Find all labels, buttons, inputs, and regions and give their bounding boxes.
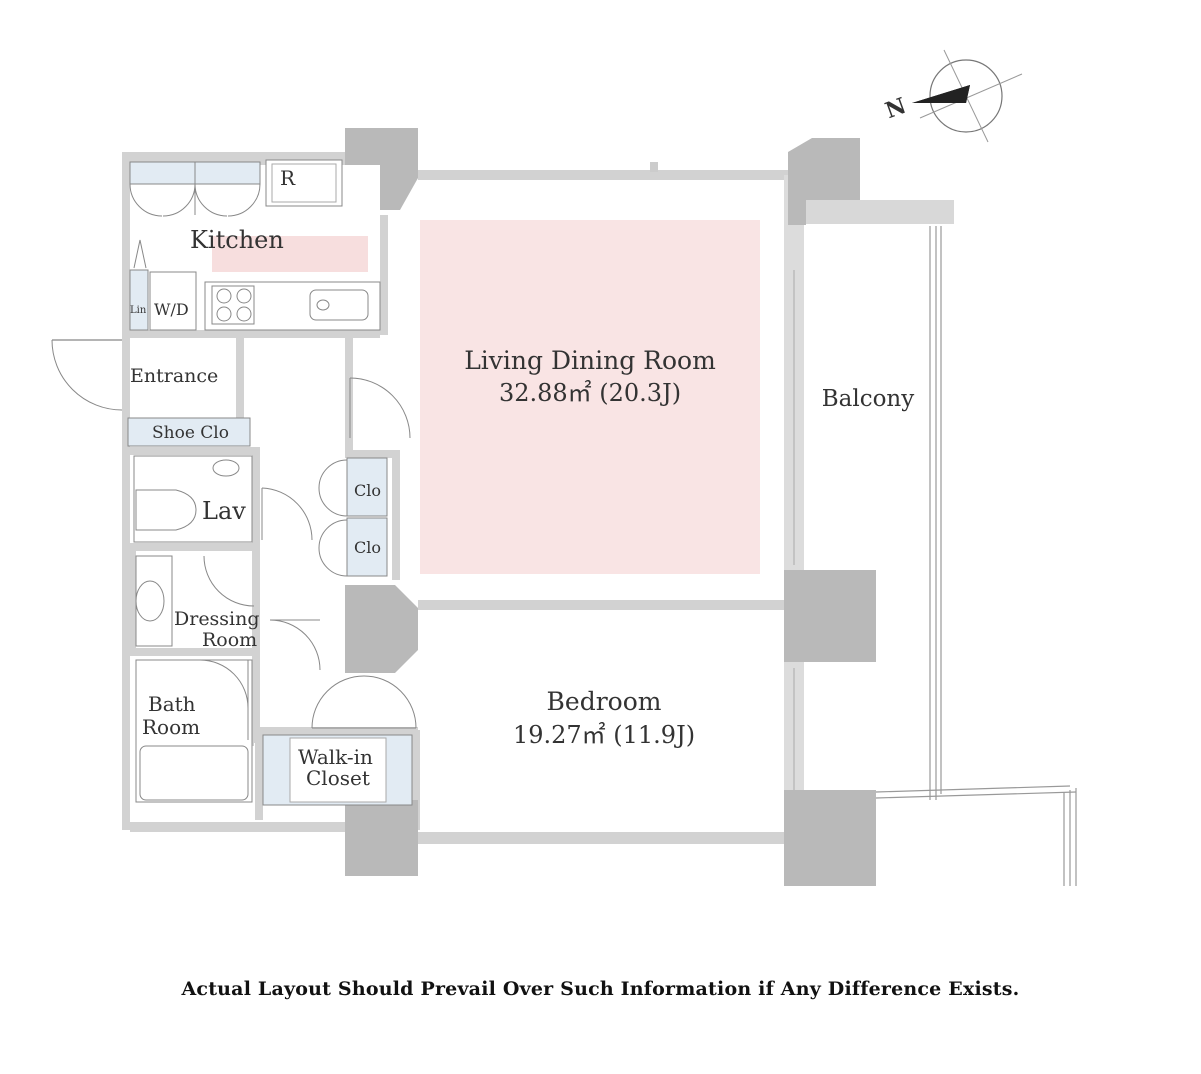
- closet-2-label: Clo: [354, 538, 381, 557]
- walkin-closet-label-line1: Walk-in: [298, 745, 373, 769]
- walkin-closet-label-line2: Closet: [306, 766, 370, 790]
- living-room-highlight: [420, 220, 760, 574]
- compass-north-label: N: [882, 93, 910, 124]
- linen-label: Lin: [130, 305, 147, 316]
- balcony-label: Balcony: [822, 386, 915, 412]
- entrance-label: Entrance: [130, 365, 218, 387]
- walkin-closet-fixtures: [262, 675, 417, 806]
- kitchen-fixtures: [129, 159, 381, 331]
- columns: [345, 128, 876, 886]
- room-labels: Kitchen R Lin W/D Entrance Shoe Clo Lav …: [130, 166, 914, 790]
- closet-2-box: [346, 517, 388, 577]
- compass: N: [882, 49, 1023, 143]
- kitchen-highlight: [212, 236, 368, 272]
- closet-1-box: [346, 457, 388, 517]
- lavatory-label: Lav: [202, 497, 246, 525]
- floor-plan: N: [51, 49, 1077, 886]
- dressing-room-label-line1: Dressing: [174, 608, 260, 630]
- walls: [122, 152, 1077, 886]
- dressing-fixtures: [135, 555, 321, 671]
- living-room-area: 32.88㎡ (20.3J): [499, 379, 681, 407]
- washer-dryer-label: W/D: [154, 300, 189, 319]
- bath-fixtures: [135, 659, 253, 803]
- dressing-room-label-line2: Room: [202, 629, 257, 651]
- kitchen-label: Kitchen: [190, 226, 284, 254]
- lavatory-fixtures: [133, 455, 313, 543]
- disclaimer-text: Actual Layout Should Prevail Over Such I…: [181, 978, 1020, 1000]
- hall-door: [349, 377, 411, 439]
- shoe-closet-label: Shoe Clo: [152, 423, 229, 443]
- bedroom-name: Bedroom: [547, 687, 662, 716]
- compass-circle: [929, 59, 1003, 133]
- bedroom-area: 19.27㎡ (11.9J): [513, 721, 695, 749]
- shoe-closet-box: [127, 417, 251, 447]
- closet-1-label: Clo: [354, 481, 381, 500]
- closet-doors: [318, 459, 348, 577]
- entrance-door: [51, 339, 123, 411]
- living-room-name: Living Dining Room: [464, 346, 716, 375]
- bath-room-label-line2: Room: [142, 715, 200, 739]
- refrigerator-label: R: [280, 166, 296, 190]
- bath-room-label-line1: Bath: [148, 692, 196, 716]
